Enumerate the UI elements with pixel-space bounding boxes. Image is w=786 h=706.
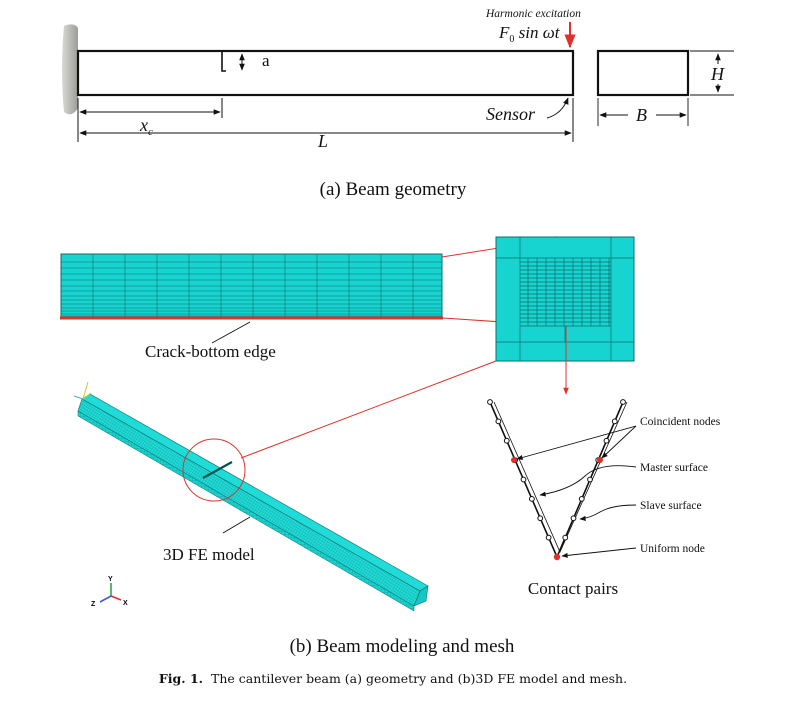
mesh-node <box>562 534 569 541</box>
coincident-leader-1 <box>516 425 637 460</box>
master-leader <box>539 465 637 497</box>
crack-notch <box>221 51 226 72</box>
mesh-node <box>487 399 493 405</box>
mesh-node <box>503 437 510 444</box>
mesh-node <box>528 495 535 502</box>
contact-pairs-label: Contact pairs <box>528 579 618 598</box>
model-zoom-line <box>240 360 497 459</box>
axis-triad: Y Z X <box>91 576 128 608</box>
coincident-node-left <box>511 457 517 463</box>
crack-highlight-circle <box>182 438 246 502</box>
corner-triad <box>73 381 92 400</box>
crack-depth-label: a <box>262 51 270 70</box>
crack-edge-label: Crack-bottom edge <box>145 342 276 361</box>
mesh-node <box>545 534 552 541</box>
slave-surface-line <box>493 401 628 553</box>
beam-side-view <box>76 49 575 97</box>
beam-mesh-panel: Crack-bottom edge 3D FE model <box>60 236 721 657</box>
panel-a-caption: (a) Beam geometry <box>320 179 467 200</box>
coincident-leader-2 <box>601 425 637 459</box>
figure-caption-text: The cantilever beam (a) geometry and (b)… <box>211 671 627 686</box>
slave-label: Slave surface <box>640 500 702 512</box>
crack-position-label: xc <box>139 115 153 138</box>
crack-edge-pointer <box>211 321 251 344</box>
sensor-label: Sensor <box>486 104 536 124</box>
mesh-node <box>495 418 502 425</box>
mesh-strip <box>60 253 443 320</box>
axis-y-label: Y <box>108 576 113 583</box>
mesh-node <box>537 515 544 522</box>
axis-z-label: Z <box>91 601 96 608</box>
width-label: B <box>636 105 647 125</box>
fe-model-3d <box>73 381 429 612</box>
slave-leader <box>579 504 637 521</box>
coincident-label: Coincident nodes <box>640 416 721 428</box>
mesh-node <box>620 399 626 405</box>
mesh-node <box>570 515 577 522</box>
fe-model-pointer <box>222 516 251 534</box>
master-label: Master surface <box>640 462 708 474</box>
zoomed-mesh <box>495 236 635 362</box>
uniform-leader <box>561 547 637 558</box>
force-label: F0 sin ωt <box>498 23 561 45</box>
coincident-node-right <box>597 457 603 463</box>
model-crack-line <box>202 461 233 479</box>
beam-geometry-panel: a Harmonic excitation F0 sin ωt Sensor x… <box>62 8 734 200</box>
mesh-node <box>611 418 618 425</box>
length-label: L <box>317 131 328 151</box>
axis-x-label: X <box>123 600 128 607</box>
excitation-title: Harmonic excitation <box>485 8 581 20</box>
fixed-wall <box>62 24 78 115</box>
fe-model-label: 3D FE model <box>163 545 255 564</box>
master-surface-line <box>489 401 624 560</box>
mesh-node <box>603 437 610 444</box>
contact-pairs-diagram: Coincident nodes Master surface Slave su… <box>487 399 721 598</box>
height-label: H <box>710 64 725 84</box>
sensor-pointer <box>546 97 569 119</box>
mesh-node <box>587 476 593 483</box>
beam-cross-section <box>596 49 690 97</box>
uniform-label: Uniform node <box>640 543 705 555</box>
panel-b-caption: (b) Beam modeling and mesh <box>290 636 515 657</box>
figure-caption-label: Fig. 1. <box>159 671 203 686</box>
figure-caption: Fig. 1. The cantilever beam (a) geometry… <box>159 671 627 686</box>
mesh-node <box>520 476 527 483</box>
uniform-node <box>553 553 561 561</box>
mesh-node <box>578 495 585 502</box>
